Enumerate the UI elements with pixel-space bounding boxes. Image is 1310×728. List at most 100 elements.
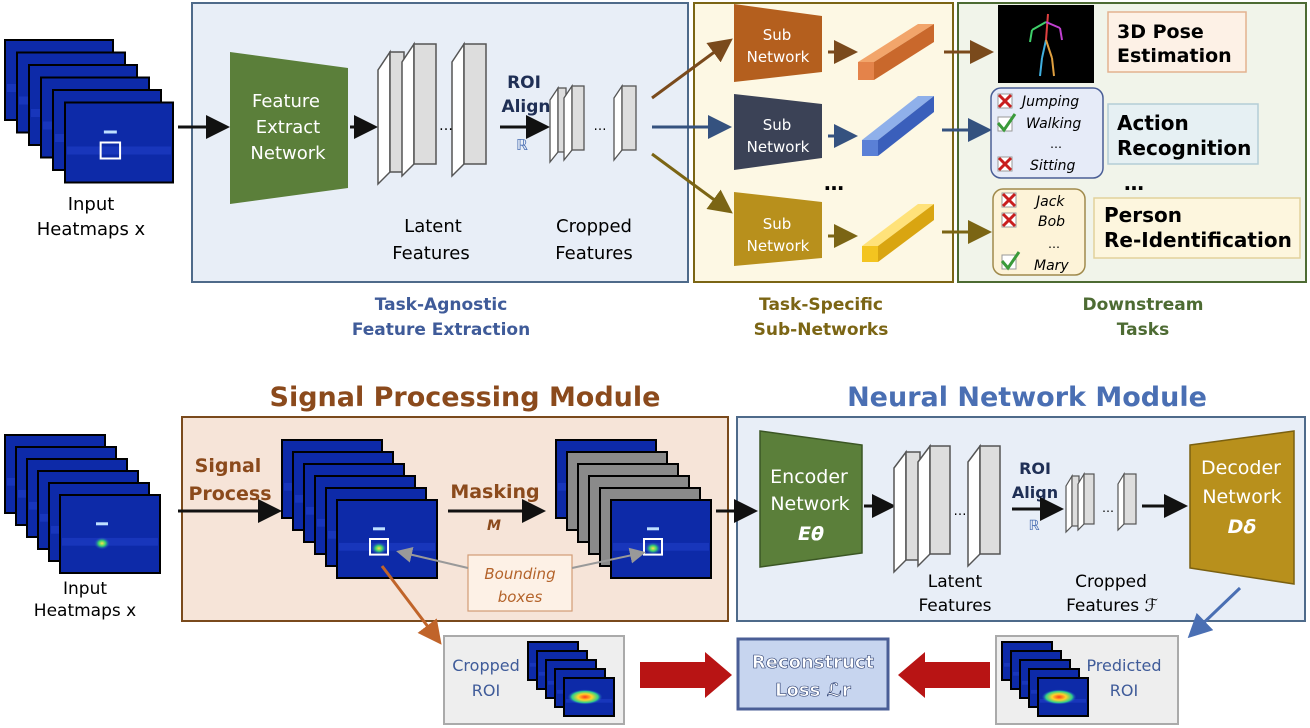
heatmap-signal-blob: [94, 537, 110, 550]
cropped-label-top-1: Cropped: [556, 216, 632, 237]
latent-feature-maps-top: [377, 41, 487, 186]
person-item-mary: Mary: [1034, 258, 1069, 274]
predicted-roi-label-1: Predicted: [1086, 656, 1161, 675]
roi-align-top-1: ROI: [507, 73, 541, 93]
pose-label-2: Estimation: [1117, 45, 1232, 67]
bottom-input-label-line2: Heatmaps x: [34, 601, 136, 621]
cropped-label-bottom-1: Cropped: [1075, 572, 1147, 592]
latent-ellipsis-bottom: …: [954, 504, 967, 519]
skeleton-figure: [1029, 13, 1063, 77]
action-check-jumping-x: [997, 93, 1013, 109]
encoder-label-2: Network: [770, 493, 849, 515]
pose-estimation-box: [1107, 11, 1247, 73]
sub-network-3-label-1: Sub: [763, 215, 792, 233]
signal-process-label-1: Signal: [195, 455, 262, 477]
person-item-ellipsis: …: [1048, 237, 1060, 251]
caption-agnostic-2: Feature Extraction: [352, 320, 530, 340]
roi-align-bottom-1: ROI: [1019, 459, 1051, 478]
encoder-label-1: Encoder: [770, 466, 848, 488]
heatmap-signal-blob: [567, 689, 603, 705]
person-label-2: Re-Identification: [1104, 228, 1292, 252]
sub-network-1: [734, 4, 822, 82]
decoder-label-2: Network: [1202, 486, 1281, 508]
bbox-pointer-left: [396, 546, 469, 569]
title-neural-network: Neural Network Module: [847, 382, 1207, 413]
decoder-label-3: Dδ: [1228, 516, 1257, 538]
caption-downstream-1: Downstream: [1083, 295, 1204, 315]
bounding-box-marker: [99, 141, 122, 160]
person-item-bob: Bob: [1038, 214, 1065, 230]
cropped-feature-maps-top: [549, 83, 637, 164]
sub-network-1-label-2: Network: [747, 48, 810, 66]
latent-label-bottom-2: Features: [918, 596, 991, 616]
feature-extract-label-3: Network: [250, 143, 326, 164]
feature-vector-action: [862, 96, 934, 156]
feature-extract-label-1: Feature: [252, 91, 320, 112]
predicted-roi-stack: [1001, 641, 1089, 717]
encoder-network: [759, 430, 863, 568]
top-input-label-line1: Input: [68, 194, 115, 215]
masking-label: Masking: [450, 481, 539, 503]
downstream-dots: …: [1124, 171, 1144, 195]
feature-extract-network: [230, 52, 348, 204]
action-checklist: [990, 87, 1104, 179]
bounding-box-marker: [369, 538, 389, 556]
roi-symbol-top: ℝ: [516, 136, 528, 154]
action-item-walking: Walking: [1026, 116, 1081, 132]
caption-downstream-2: Tasks: [1117, 320, 1169, 340]
latent-ellipsis-top: …: [439, 118, 453, 134]
action-check-sitting-x: [997, 156, 1013, 172]
caption-agnostic-1: Task-Agnostic: [375, 295, 508, 315]
sub-network-3: [734, 192, 822, 266]
bounding-box-marker: [643, 538, 663, 556]
roi-align-top-2: Align: [501, 97, 550, 117]
heatmap-signal-blob: [371, 542, 387, 555]
action-label-1: Action: [1117, 111, 1189, 135]
person-checklist: [992, 188, 1086, 276]
action-item-sitting: Sitting: [1030, 158, 1076, 174]
decoder-network: [1189, 430, 1295, 585]
input-heatmap-stack-top: [4, 39, 174, 184]
encoder-label-3: Eθ: [798, 523, 824, 545]
feature-extract-label-2: Extract: [256, 117, 320, 138]
feature-vector-person: [862, 204, 934, 262]
arrow-to-subnet-3: [651, 152, 733, 214]
reconstruct-label-2: Loss ℒr: [775, 680, 851, 701]
sub-network-3-label-2: Network: [747, 237, 810, 255]
cropped-roi-stack: [527, 641, 615, 717]
cropped-roi-label-2: ROI: [472, 681, 500, 700]
person-item-jack: Jack: [1033, 194, 1065, 210]
feature-vector-pose: [858, 24, 934, 80]
action-recognition-box: [1107, 103, 1259, 165]
masked-heatmap-stack: [555, 439, 712, 579]
person-label-1: Person: [1104, 203, 1182, 227]
action-item-jumping: Jumping: [1019, 94, 1079, 110]
predicted-roi-label-2: ROI: [1110, 681, 1138, 700]
input-heatmap-stack-bottom: [4, 434, 161, 574]
subnet-dots: …: [824, 171, 844, 195]
arrow-to-cropped-roi: [380, 565, 442, 645]
caption-specific-1: Task-Specific: [759, 295, 883, 315]
red-arrow-right: [898, 652, 990, 698]
action-label-2: Recognition: [1117, 136, 1251, 160]
latent-feature-maps-bottom: [893, 443, 1001, 574]
heatmap-signal-blob: [1041, 689, 1077, 705]
bottom-input-label-line1: Input: [63, 579, 107, 599]
arrow-to-subnet-1: [651, 38, 733, 100]
latent-label-bottom-1: Latent: [928, 572, 983, 592]
roi-align-bottom-2: Align: [1012, 483, 1058, 502]
person-check-mary-ok: [1000, 251, 1021, 271]
reconstruct-label-1: Reconstruct: [752, 652, 875, 673]
latent-label-top-1: Latent: [404, 216, 462, 237]
masking-symbol: M: [487, 518, 501, 534]
cropped-roi-label-1: Cropped: [452, 656, 520, 675]
cropped-ellipsis-top: …: [594, 119, 607, 134]
sub-network-2: [734, 94, 822, 170]
red-arrow-left: [640, 652, 732, 698]
person-check-bob-x: [1001, 212, 1017, 228]
person-check-jack-x: [1001, 192, 1017, 208]
sub-network-1-label-1: Sub: [763, 26, 792, 44]
cropped-label-top-2: Features: [555, 243, 632, 264]
action-check-walking-ok: [996, 113, 1017, 133]
person-reid-box: [1093, 197, 1301, 259]
